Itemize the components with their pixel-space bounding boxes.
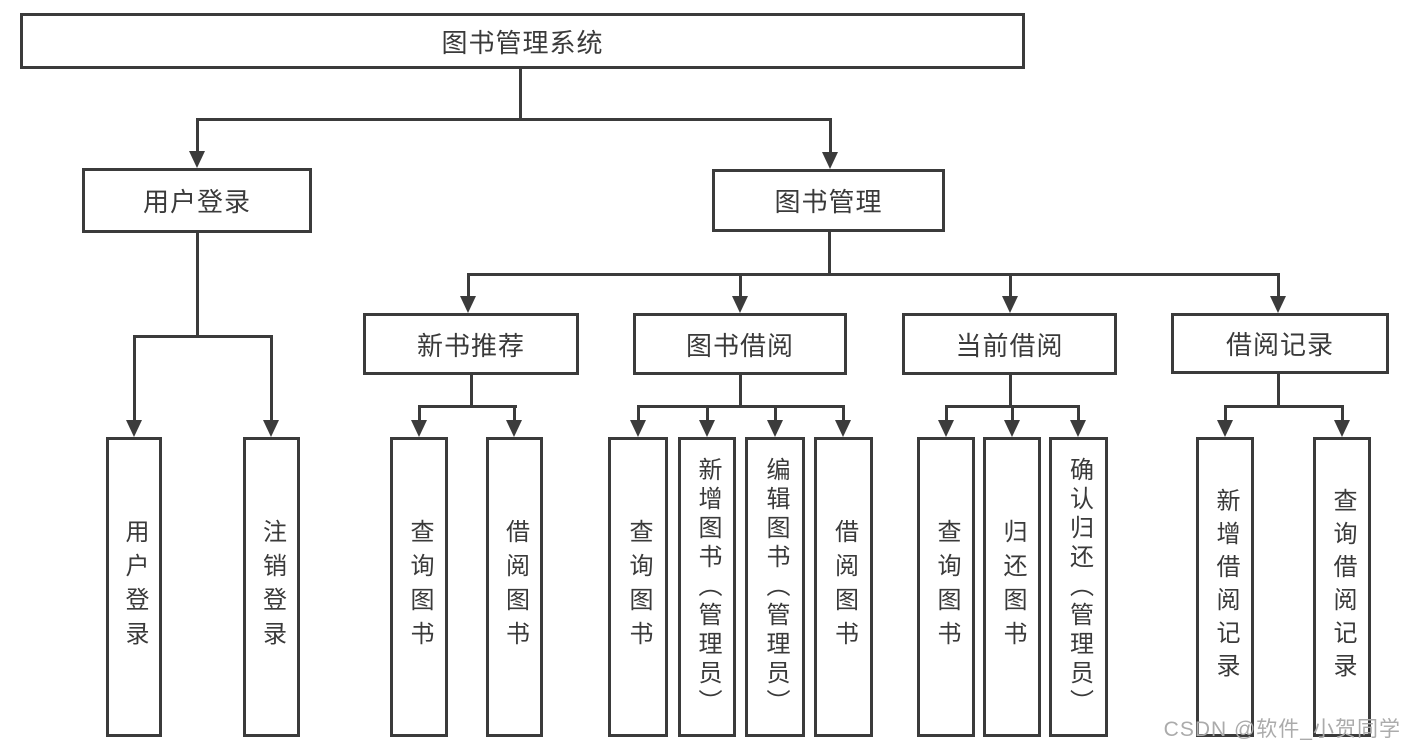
arrow-down-icon — [1334, 420, 1350, 437]
arrow-down-icon — [938, 420, 954, 437]
connector-vline — [133, 335, 136, 420]
connector-vline — [1224, 405, 1227, 420]
connector-vline — [1341, 405, 1344, 420]
leaf-user-login: 用户登录 — [106, 437, 162, 737]
leaf-add-book-admin: 新增图书（管理员） — [678, 437, 736, 737]
arrow-down-icon — [1070, 420, 1086, 437]
arrow-down-icon — [630, 420, 646, 437]
branch-book-management: 图书管理 — [712, 169, 945, 232]
group-new-book-recommend: 新书推荐 — [363, 313, 579, 375]
leaf-query-borrow-record: 查询借阅记录 — [1313, 437, 1371, 737]
connector-vline — [467, 273, 470, 296]
connector-vline — [829, 118, 832, 153]
arrow-down-icon — [767, 420, 783, 437]
arrow-down-icon — [506, 420, 522, 437]
connector-vline — [270, 335, 273, 420]
connector-vline — [1009, 273, 1012, 296]
connector-vline — [774, 405, 777, 420]
leaf-confirm-return-admin: 确认归还（管理员） — [1049, 437, 1108, 737]
connector-vline — [739, 375, 742, 405]
connector-vline — [945, 405, 948, 420]
connector-vline — [828, 232, 831, 273]
arrow-down-icon — [460, 296, 476, 313]
arrow-down-icon — [1270, 296, 1286, 313]
arrow-down-icon — [835, 420, 851, 437]
connector-vline — [842, 405, 845, 420]
leaf-query-books-borrow: 查询图书 — [608, 437, 668, 737]
leaf-edit-book-admin: 编辑图书（管理员） — [745, 437, 805, 737]
leaf-return-book: 归还图书 — [983, 437, 1041, 737]
node-root: 图书管理系统 — [20, 13, 1025, 69]
leaf-borrow-books-recommend: 借阅图书 — [486, 437, 543, 737]
group-current-borrow: 当前借阅 — [902, 313, 1117, 375]
group-borrow-records: 借阅记录 — [1171, 313, 1389, 374]
arrow-down-icon — [822, 152, 838, 169]
connector-vline — [637, 405, 640, 420]
leaf-query-books-current: 查询图书 — [917, 437, 975, 737]
connector-hline — [133, 335, 273, 338]
connector-hline — [196, 118, 832, 121]
group-book-borrow: 图书借阅 — [633, 313, 847, 375]
connector-vline — [470, 375, 473, 405]
arrow-down-icon — [411, 420, 427, 437]
connector-hline — [637, 405, 845, 408]
arrow-down-icon — [189, 151, 205, 168]
connector-vline — [1011, 405, 1014, 420]
connector-vline — [739, 273, 742, 296]
csdn-watermark: CSDN @软件_小贺同学 — [1163, 718, 1401, 741]
arrow-down-icon — [1217, 420, 1233, 437]
arrow-down-icon — [1004, 420, 1020, 437]
connector-vline — [1277, 273, 1280, 296]
connector-vline — [519, 69, 522, 118]
branch-user-login: 用户登录 — [82, 168, 312, 233]
connector-vline — [196, 233, 199, 335]
connector-vline — [418, 405, 421, 420]
connector-vline — [1077, 405, 1080, 420]
leaf-add-borrow-record: 新增借阅记录 — [1196, 437, 1254, 737]
connector-vline — [706, 405, 709, 420]
arrow-down-icon — [1002, 296, 1018, 313]
arrow-down-icon — [699, 420, 715, 437]
arrow-down-icon — [263, 420, 279, 437]
leaf-query-books-recommend: 查询图书 — [390, 437, 448, 737]
leaf-logout: 注销登录 — [243, 437, 300, 737]
connector-hline — [418, 405, 517, 408]
connector-vline — [513, 405, 516, 420]
arrow-down-icon — [126, 420, 142, 437]
connector-vline — [1277, 374, 1280, 405]
connector-hline — [467, 273, 1280, 276]
connector-vline — [196, 118, 199, 152]
leaf-borrow-books: 借阅图书 — [814, 437, 873, 737]
arrow-down-icon — [732, 296, 748, 313]
connector-hline — [1224, 405, 1344, 408]
connector-vline — [1009, 375, 1012, 405]
